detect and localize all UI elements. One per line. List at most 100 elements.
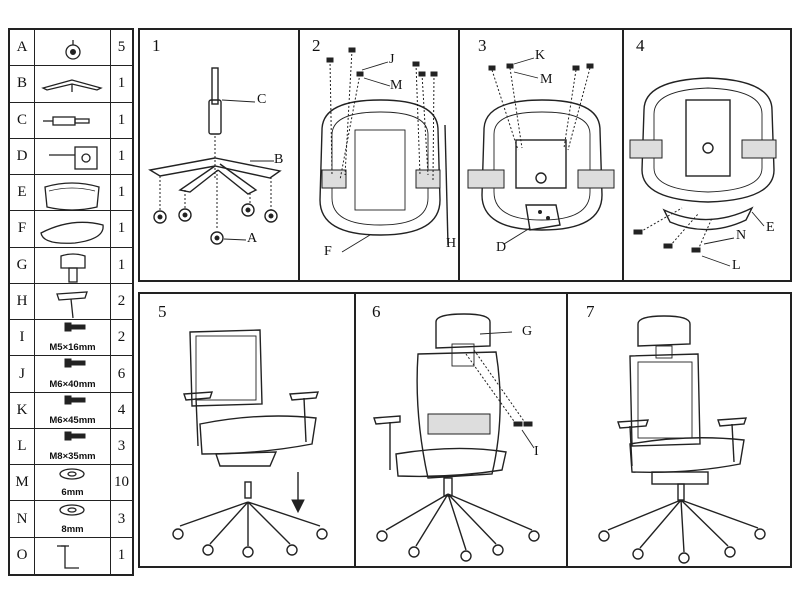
step-number: 6 bbox=[372, 302, 381, 321]
headrest-assembly-diagram bbox=[373, 313, 540, 562]
washer-icon bbox=[59, 504, 85, 517]
callout-d: D bbox=[496, 240, 507, 255]
callout-h: H bbox=[446, 236, 457, 251]
part-letter: H bbox=[10, 283, 35, 320]
callout-m: M bbox=[390, 78, 403, 93]
step-2-panel: 2 J M F H bbox=[298, 28, 460, 282]
caster-icon bbox=[65, 40, 81, 60]
backrest-icon bbox=[44, 182, 100, 211]
part-quantity: 1 bbox=[117, 111, 126, 128]
part-image-cell bbox=[35, 66, 111, 102]
base-assembly-diagram bbox=[148, 67, 282, 245]
step-4-panel: 4 N E L bbox=[622, 28, 792, 282]
callout-e: E bbox=[766, 220, 775, 235]
hex-key-icon bbox=[57, 545, 79, 569]
gas-lift-icon bbox=[43, 115, 90, 126]
step-number: 7 bbox=[586, 302, 595, 321]
part-image-cell bbox=[35, 30, 111, 66]
finished-chair-diagram bbox=[598, 315, 766, 564]
part-letter: K bbox=[10, 392, 35, 428]
part-image-cell: M6×40mm bbox=[35, 356, 111, 392]
step-3-panel: 3 K M D bbox=[458, 28, 624, 282]
callout-g: G bbox=[522, 324, 533, 339]
screw-icon bbox=[64, 322, 86, 332]
part-image-cell: 6mm bbox=[35, 465, 111, 501]
part-letter: E bbox=[10, 175, 35, 211]
part-image-cell bbox=[35, 175, 111, 211]
part-letter: B bbox=[10, 66, 35, 102]
step-5-panel: 5 bbox=[138, 292, 356, 568]
step-1-panel: 1 C B A bbox=[138, 28, 300, 282]
step-number: 4 bbox=[636, 36, 645, 55]
mechanism-diagram bbox=[467, 57, 615, 245]
step-number: 1 bbox=[152, 36, 161, 55]
part-size-label: M5×16mm bbox=[49, 342, 96, 354]
part-row-n: N 8mm 3 bbox=[10, 501, 132, 538]
part-letter: F bbox=[10, 211, 35, 247]
callout-b: B bbox=[274, 152, 284, 167]
part-row-k: K M6×45mm 4 bbox=[10, 392, 132, 429]
part-size-label: M8×35mm bbox=[49, 451, 96, 463]
part-letter: A bbox=[10, 30, 35, 66]
part-quantity: 3 bbox=[117, 438, 126, 455]
screw-icon bbox=[64, 431, 86, 441]
part-image-cell bbox=[35, 211, 111, 247]
seat-icon bbox=[40, 222, 104, 245]
part-image-cell: M8×35mm bbox=[35, 428, 111, 465]
part-image-cell bbox=[35, 537, 111, 574]
part-image-cell bbox=[35, 102, 111, 138]
part-letter: J bbox=[10, 356, 35, 392]
callout-f: F bbox=[324, 244, 332, 259]
part-image-cell bbox=[35, 247, 111, 283]
part-quantity: 10 bbox=[114, 474, 129, 491]
part-quantity: 1 bbox=[117, 220, 126, 237]
part-letter: O bbox=[10, 537, 35, 574]
callout-j: J bbox=[389, 52, 395, 67]
part-letter: G bbox=[10, 247, 35, 283]
screw-icon bbox=[64, 395, 86, 405]
part-size-label: M6×40mm bbox=[49, 378, 96, 390]
part-quantity: 5 bbox=[117, 39, 126, 56]
part-quantity: 1 bbox=[117, 256, 126, 273]
part-quantity: 6 bbox=[117, 365, 126, 382]
part-size-label: 8mm bbox=[61, 523, 84, 535]
part-size-label: M6×45mm bbox=[49, 414, 96, 426]
part-quantity: 1 bbox=[117, 147, 126, 164]
part-letter: M bbox=[10, 465, 35, 501]
screw-icon bbox=[326, 47, 438, 181]
screw-icon bbox=[488, 63, 594, 151]
caster-icon bbox=[153, 203, 278, 245]
callout-a: A bbox=[247, 231, 258, 246]
part-letter: I bbox=[10, 320, 35, 356]
part-quantity: 4 bbox=[117, 401, 126, 418]
callout-m: M bbox=[540, 72, 553, 87]
part-image-cell bbox=[35, 138, 111, 175]
seat-armrest-diagram bbox=[319, 47, 449, 253]
step-number: 5 bbox=[158, 302, 167, 321]
part-image-cell: M6×45mm bbox=[35, 392, 111, 428]
backrest-diagram bbox=[629, 77, 777, 267]
callout-i: I bbox=[534, 444, 539, 459]
washer-icon bbox=[59, 468, 85, 480]
part-quantity: 3 bbox=[117, 510, 126, 527]
part-letter: N bbox=[10, 501, 35, 537]
mechanism-icon bbox=[49, 146, 98, 170]
callout-k: K bbox=[535, 48, 546, 63]
step-number: 3 bbox=[478, 36, 487, 55]
screw-icon bbox=[633, 207, 713, 253]
part-letter: C bbox=[10, 102, 35, 138]
part-image-cell bbox=[35, 283, 111, 320]
part-row-j: J M6×40mm 6 bbox=[10, 356, 132, 393]
part-quantity: 1 bbox=[117, 75, 126, 92]
callout-l: L bbox=[732, 258, 741, 273]
part-image-cell: 8mm bbox=[35, 501, 111, 537]
part-quantity: 2 bbox=[117, 292, 126, 309]
